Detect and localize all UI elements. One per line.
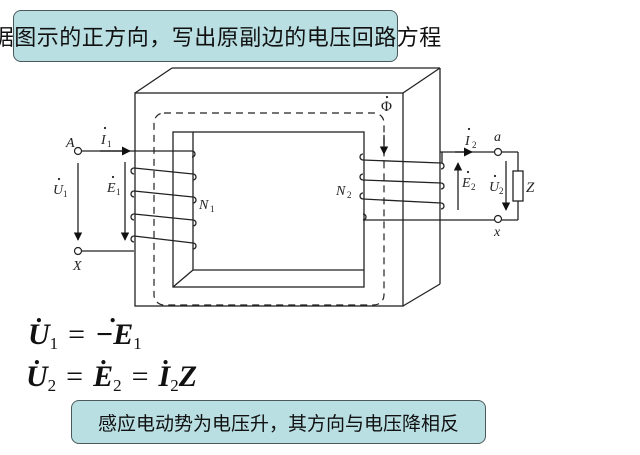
svg-text:N: N xyxy=(198,198,209,213)
svg-text:1: 1 xyxy=(116,187,121,197)
terminal-a-label: a xyxy=(494,130,501,145)
turns-N1-label: N 1 xyxy=(198,198,215,214)
equation-secondary: U2=E2=I2Z xyxy=(26,341,198,396)
note-callout: 感应电动势为电压升，其方向与电压降相反 xyxy=(71,400,486,444)
phasor-dot xyxy=(111,175,115,179)
title-callout: 根据图示的正方向，写出原副边的电压回路方程 xyxy=(0,10,441,62)
svg-text:I: I xyxy=(100,133,107,148)
svg-text:E: E xyxy=(106,181,116,196)
eq2-mid-sub: 2 xyxy=(113,376,122,395)
phasor-dot xyxy=(466,170,470,174)
terminal-A-label: A xyxy=(65,136,75,151)
iron-core xyxy=(134,67,441,307)
current-I2-label: I 2 xyxy=(464,127,477,150)
svg-text:1: 1 xyxy=(210,204,215,214)
window-depth-edge xyxy=(172,269,194,288)
emf-E2-label: E 2 xyxy=(461,170,476,192)
phasor-dot xyxy=(493,174,497,178)
svg-text:E: E xyxy=(461,176,471,191)
svg-text:1: 1 xyxy=(107,139,112,149)
terminal-X-label: X xyxy=(72,259,82,274)
current-I1-label: I 1 xyxy=(100,126,112,149)
eq1-rhs-sub: 1 xyxy=(133,334,142,353)
svg-text:2: 2 xyxy=(347,190,352,200)
phasor-dot xyxy=(57,177,61,181)
title-text: 根据图示的正方向，写出原副边的电压回路方程 xyxy=(0,26,442,51)
svg-text:N: N xyxy=(335,184,346,199)
svg-text:2: 2 xyxy=(499,186,504,196)
winding-loop xyxy=(191,150,196,158)
eq2-lhs-sub: 2 xyxy=(47,376,57,395)
terminal-a xyxy=(493,147,503,157)
eq2-lhs: U xyxy=(26,341,48,394)
eq1-lhs-sub: 1 xyxy=(49,334,59,353)
core-front-face xyxy=(134,92,404,307)
flux-path xyxy=(153,112,385,306)
svg-text:1: 1 xyxy=(63,189,68,199)
svg-text:2: 2 xyxy=(471,182,476,192)
phasor-dot xyxy=(467,127,471,131)
phasor-dot xyxy=(385,95,389,99)
terminal-A xyxy=(73,146,83,156)
svg-text:I: I xyxy=(464,134,471,149)
svg-text:2: 2 xyxy=(472,140,477,150)
turns-N2-label: N 2 xyxy=(335,184,352,200)
svg-text:Φ: Φ xyxy=(381,99,392,115)
svg-text:U: U xyxy=(489,180,500,195)
eq1-op: = xyxy=(68,318,86,351)
phasor-dot xyxy=(103,126,107,130)
note-text: 感应电动势为电压升，其方向与电压降相反 xyxy=(97,412,459,435)
terminal-x-label: x xyxy=(493,225,501,240)
equation-primary: U1=−E1 xyxy=(28,299,142,354)
eq1-lhs: U xyxy=(28,299,50,352)
eq2-op1: = xyxy=(66,360,84,393)
eq2-rhs-sub: 2 xyxy=(170,376,179,395)
core-depth-edge xyxy=(402,67,441,94)
load-impedance xyxy=(512,170,524,202)
primary-winding xyxy=(78,150,197,252)
secondary-winding xyxy=(359,151,524,221)
core-window xyxy=(172,131,365,288)
terminal-X xyxy=(73,246,83,256)
core-depth-edge xyxy=(134,67,173,94)
eq2-mid: E xyxy=(93,341,113,394)
eq2-rhs: I xyxy=(159,341,171,394)
flux-label: Φ xyxy=(381,95,392,115)
load-label: Z xyxy=(526,180,535,196)
eq2-rhs-tail: Z xyxy=(178,360,198,393)
eq2-op2: = xyxy=(131,360,149,393)
terminal-x xyxy=(493,214,503,224)
voltage-U2-label: U 2 xyxy=(489,174,504,196)
core-depth-edge xyxy=(402,283,441,307)
emf-E1-label: E 1 xyxy=(106,175,121,197)
voltage-U1-label: U 1 xyxy=(53,177,68,199)
svg-text:U: U xyxy=(53,183,64,198)
